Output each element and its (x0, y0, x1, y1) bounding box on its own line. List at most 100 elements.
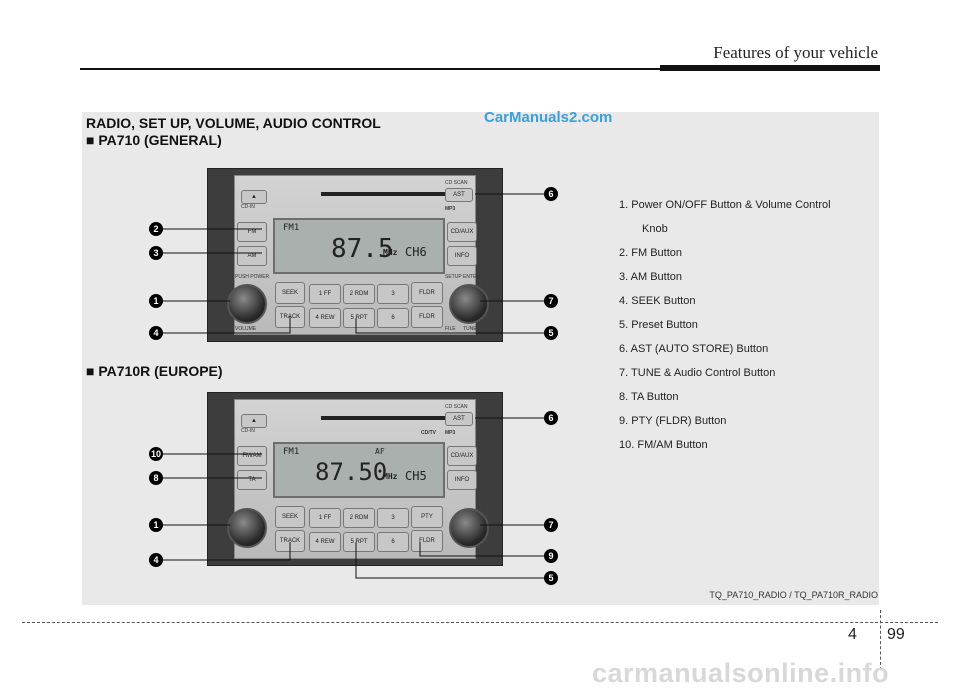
band-readout: FM1 (283, 223, 300, 233)
cd-aux-button[interactable]: CD/AUX (447, 446, 477, 466)
seek-button[interactable]: SEEK (275, 506, 305, 528)
preset-3-button[interactable]: 3 (377, 508, 409, 528)
feature-item: 9. PTY (FLDR) Button (619, 415, 727, 427)
seek-button[interactable]: SEEK (275, 282, 305, 304)
callout-10: 10 (149, 447, 163, 461)
feature-item-continuation: Knob (642, 223, 668, 235)
setup-label: SETUP (445, 274, 462, 280)
mp3-label: MP3 (445, 430, 456, 436)
callout-5: 5 (544, 571, 558, 585)
site-watermark[interactable]: carmanualsonline.info (592, 658, 890, 688)
fm-button[interactable]: FM (237, 222, 267, 242)
cd-scan-label: CD SCAN (445, 404, 468, 410)
ta-button[interactable]: TA (237, 470, 267, 490)
radio-unit-europe: ▲ CD-IN CD SCAN AST CD/TV MP3 FM/AM TA F… (207, 392, 503, 566)
fldr-button[interactable]: FLDR (411, 530, 443, 552)
header-rule (80, 68, 880, 70)
ast-button[interactable]: AST (445, 412, 473, 426)
callout-5: 5 (544, 326, 558, 340)
callout-4: 4 (149, 326, 163, 340)
callout-4: 4 (149, 553, 163, 567)
tune-knob[interactable] (449, 508, 489, 548)
feature-item: 3. AM Button (619, 271, 682, 283)
preset-3-button[interactable]: 3 (377, 284, 409, 304)
chapter-number: 4 (848, 626, 857, 643)
fm-am-button[interactable]: FM/AM (237, 446, 267, 466)
callout-9: 9 (544, 549, 558, 563)
preset-5-button[interactable]: 5 RPT (343, 308, 375, 328)
radio-faceplate: ▲ CD-IN CD SCAN AST CD/TV MP3 FM/AM TA F… (227, 399, 489, 559)
figure-caption: TQ_PA710_RADIO / TQ_PA710R_RADIO (709, 590, 878, 600)
feature-item: 6. AST (AUTO STORE) Button (619, 343, 769, 355)
lcd-display: FM1 87.5 MHz CH6 (273, 218, 445, 274)
unit-readout: MHz (383, 472, 398, 481)
lcd-display: FM1 AF 87.50 MHz CH5 (273, 442, 445, 498)
volume-label: VOLUME (235, 326, 257, 332)
callout-1: 1 (149, 294, 163, 308)
fldr-down-button[interactable]: FLDR (411, 306, 443, 328)
watermark-text[interactable]: CarManuals2.com (484, 109, 613, 126)
ast-button[interactable]: AST (445, 188, 473, 202)
frequency-readout: 87.50 (315, 458, 388, 486)
header-rule-accent (660, 65, 880, 71)
fldr-up-button[interactable]: FLDR (411, 282, 443, 304)
preset-2-button[interactable]: 2 RDM (343, 284, 375, 304)
rds-label: CD/TV (421, 430, 436, 436)
feature-item: 7. TUNE & Audio Control Button (619, 367, 776, 379)
callout-6: 6 (544, 411, 558, 425)
pty-button[interactable]: PTY (411, 506, 443, 528)
feature-item: 2. FM Button (619, 247, 682, 259)
enter-label: ENTER (463, 274, 480, 280)
callout-8: 8 (149, 471, 163, 485)
footer-divider (880, 610, 881, 670)
cd-in-label: CD-IN (241, 428, 255, 434)
radio-faceplate: ▲ CD-IN CD SCAN AST MP3 FM AM FM1 87.5 M… (227, 175, 489, 335)
page-header-title: Features of your vehicle (713, 43, 878, 62)
tune-knob[interactable] (449, 284, 489, 324)
tune-label: TUNE (463, 326, 477, 332)
callout-7: 7 (544, 518, 558, 532)
feature-item: 5. Preset Button (619, 319, 698, 331)
preset-6-button[interactable]: 6 (377, 532, 409, 552)
feature-item: 1. Power ON/OFF Button & Volume Control (619, 199, 831, 211)
eject-button[interactable]: ▲ (241, 190, 267, 204)
preset-1-button[interactable]: 1 FF (309, 508, 341, 528)
info-button[interactable]: INFO (447, 246, 477, 266)
model-heading-general: ■ PA710 (GENERAL) (86, 132, 222, 148)
cd-in-label: CD-IN (241, 204, 255, 210)
volume-knob[interactable] (227, 508, 267, 548)
channel-readout: CH6 (405, 245, 427, 259)
radio-unit-general: ▲ CD-IN CD SCAN AST MP3 FM AM FM1 87.5 M… (207, 168, 503, 342)
cd-aux-button[interactable]: CD/AUX (447, 222, 477, 242)
callout-3: 3 (149, 246, 163, 260)
model-heading-europe: ■ PA710R (EUROPE) (86, 363, 223, 379)
cd-slot (321, 192, 471, 196)
feature-list: 1. Power ON/OFF Button & Volume Control … (619, 193, 831, 457)
band-readout: FM1 (283, 447, 300, 457)
callout-1: 1 (149, 518, 163, 532)
preset-4-button[interactable]: 4 REW (309, 308, 341, 328)
callout-6: 6 (544, 187, 558, 201)
footer-rule (22, 622, 938, 623)
volume-knob[interactable] (227, 284, 267, 324)
power-label: PUSH POWER (235, 274, 270, 280)
page-number: 99 (887, 626, 905, 643)
eject-button[interactable]: ▲ (241, 414, 267, 428)
af-readout: AF (375, 447, 385, 456)
mp3-label: MP3 (445, 206, 456, 212)
preset-1-button[interactable]: 1 FF (309, 284, 341, 304)
feature-item: 8. TA Button (619, 391, 679, 403)
cd-slot (321, 416, 471, 420)
cd-scan-label: CD SCAN (445, 180, 468, 186)
section-title: RADIO, SET UP, VOLUME, AUDIO CONTROL (86, 115, 381, 131)
info-button[interactable]: INFO (447, 470, 477, 490)
callout-7: 7 (544, 294, 558, 308)
feature-item: 10. FM/AM Button (619, 439, 708, 451)
preset-2-button[interactable]: 2 RDM (343, 508, 375, 528)
callout-2: 2 (149, 222, 163, 236)
am-button[interactable]: AM (237, 246, 267, 266)
preset-4-button[interactable]: 4 REW (309, 532, 341, 552)
preset-5-button[interactable]: 5 RPT (343, 532, 375, 552)
preset-6-button[interactable]: 6 (377, 308, 409, 328)
